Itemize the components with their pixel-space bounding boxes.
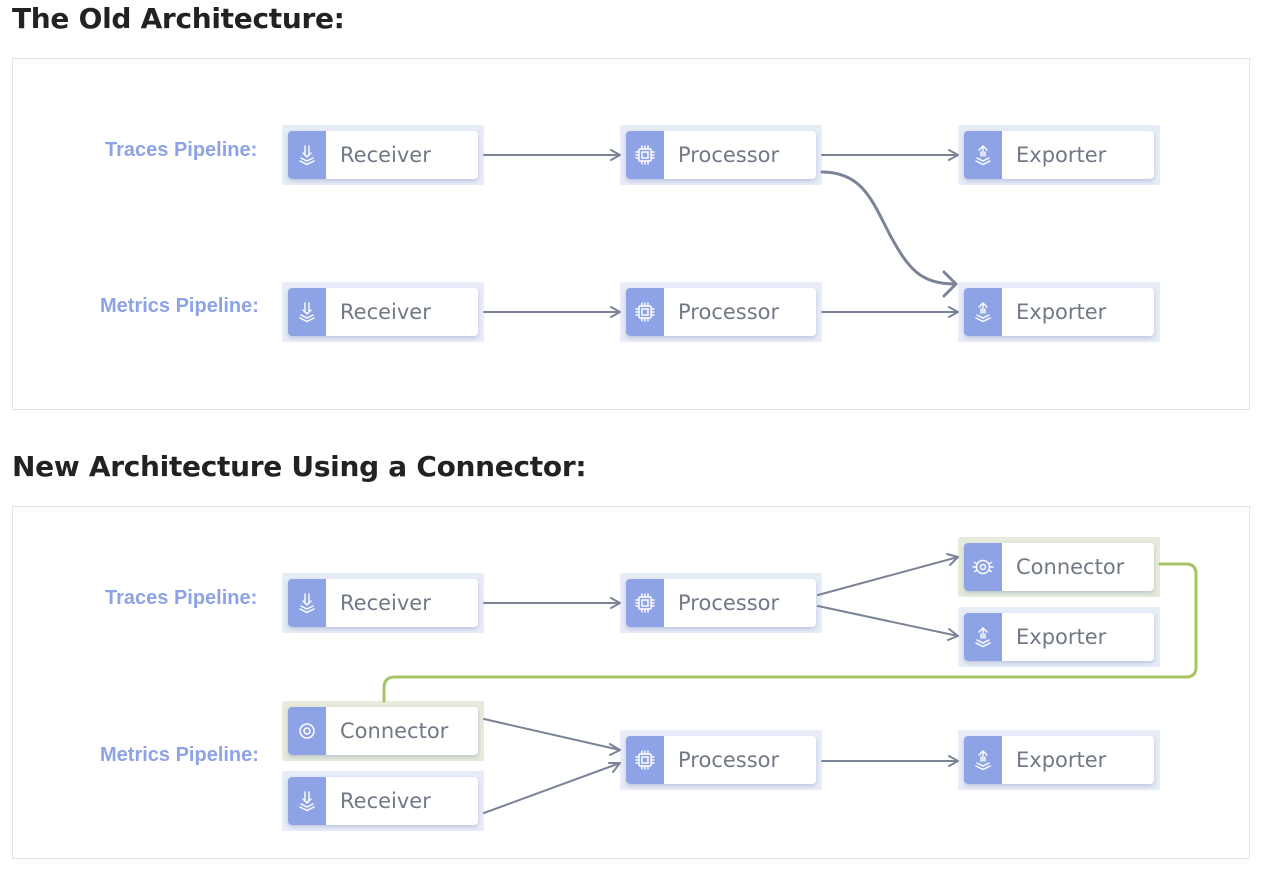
connector-target-icon — [964, 543, 1002, 591]
exporter-upload-icon — [964, 288, 1002, 336]
receiver-download-icon — [288, 777, 326, 825]
flow-arrow — [483, 306, 621, 318]
flow-arrow — [483, 718, 621, 756]
component-label: Processor — [678, 143, 780, 167]
component-label: Connector — [1016, 555, 1125, 579]
flow-arrow — [483, 149, 621, 161]
flow-arrowhead — [942, 270, 958, 298]
component-label: Receiver — [340, 591, 431, 615]
new-traces-exporter: Exporter — [958, 607, 1160, 667]
old-metrics-exporter: Exporter — [958, 282, 1160, 342]
component-label: Exporter — [1016, 625, 1107, 649]
flow-arrow — [817, 605, 959, 641]
connector-target-icon — [288, 707, 326, 755]
component-label: Processor — [678, 300, 780, 324]
old-architecture-heading: The Old Architecture: — [12, 2, 345, 35]
new-metrics-processor: Processor — [620, 730, 822, 790]
old-traces-pipeline-label: Traces Pipeline: — [105, 139, 258, 161]
new-architecture-heading: New Architecture Using a Connector: — [12, 450, 587, 483]
old-traces-processor: Processor — [620, 125, 822, 185]
old-traces-receiver: Receiver — [282, 125, 484, 185]
processor-chip-icon — [626, 288, 664, 336]
flow-arrow-cross-pipeline — [820, 170, 957, 286]
component-label: Receiver — [340, 143, 431, 167]
component-label: Processor — [678, 748, 780, 772]
component-label: Receiver — [340, 300, 431, 324]
connector-link — [382, 562, 1198, 703]
new-metrics-exporter: Exporter — [958, 730, 1160, 790]
flow-arrow — [483, 762, 621, 814]
component-label: Exporter — [1016, 300, 1107, 324]
exporter-upload-icon — [964, 736, 1002, 784]
component-label: Exporter — [1016, 143, 1107, 167]
receiver-download-icon — [288, 288, 326, 336]
new-metrics-receiver: Receiver — [282, 771, 484, 831]
old-metrics-processor: Processor — [620, 282, 822, 342]
component-label: Exporter — [1016, 748, 1107, 772]
new-traces-receiver: Receiver — [282, 573, 484, 633]
new-metrics-connector: Connector — [282, 701, 484, 761]
new-traces-processor: Processor — [620, 573, 822, 633]
old-architecture-diagram — [12, 58, 1250, 410]
flow-arrow — [821, 306, 959, 318]
processor-chip-icon — [626, 579, 664, 627]
component-label: Receiver — [340, 789, 431, 813]
component-label: Connector — [340, 719, 449, 743]
old-traces-exporter: Exporter — [958, 125, 1160, 185]
exporter-upload-icon — [964, 613, 1002, 661]
new-traces-pipeline-label: Traces Pipeline: — [105, 587, 258, 609]
new-traces-connector: Connector — [958, 537, 1160, 597]
old-metrics-receiver: Receiver — [282, 282, 484, 342]
exporter-upload-icon — [964, 131, 1002, 179]
component-label: Processor — [678, 591, 780, 615]
processor-chip-icon — [626, 736, 664, 784]
flow-arrow — [817, 553, 959, 596]
flow-arrow — [821, 755, 959, 767]
old-metrics-pipeline-label: Metrics Pipeline: — [100, 295, 259, 317]
flow-arrow — [821, 149, 959, 161]
receiver-download-icon — [288, 131, 326, 179]
new-metrics-pipeline-label: Metrics Pipeline: — [100, 744, 259, 766]
processor-chip-icon — [626, 131, 664, 179]
flow-arrow — [483, 597, 621, 609]
receiver-download-icon — [288, 579, 326, 627]
